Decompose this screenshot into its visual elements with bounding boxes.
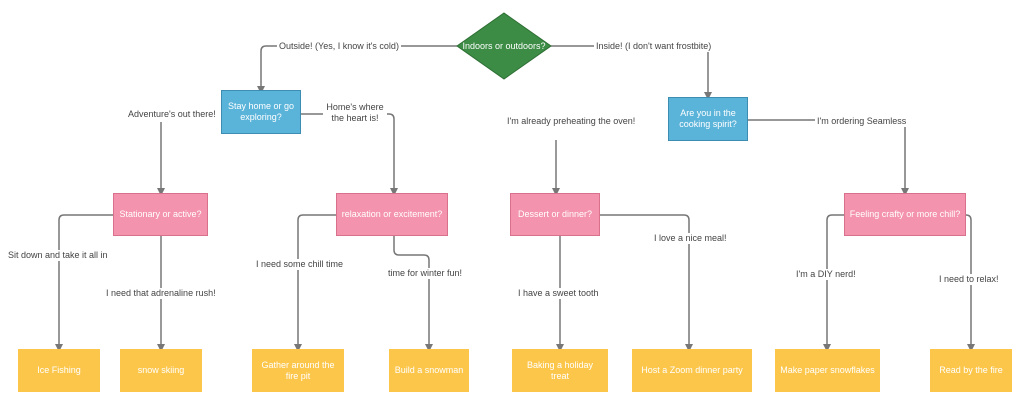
- outcome-snowman: Build a snowman: [389, 349, 469, 392]
- edge-label-sweet-tooth: I have a sweet tooth: [516, 288, 601, 299]
- root-decision-label: Indoors or outdoors?: [462, 40, 546, 51]
- root-diamond-shape: [456, 12, 552, 80]
- dessert-question-node: Dessert or dinner?: [510, 193, 600, 236]
- outdoors-decision-node: Stay home or go exploring?: [221, 90, 301, 134]
- edge-label-diy: I'm a DIY nerd!: [794, 269, 858, 280]
- edge-label-relax: I need to relax!: [937, 274, 1001, 285]
- connector-dessert-dinner: [600, 214, 693, 352]
- edge-label-home: Home's where the heart is!: [323, 102, 387, 124]
- edge-label-nice-meal: I love a nice meal!: [652, 233, 729, 244]
- stationary-question-node: Stationary or active?: [113, 193, 208, 236]
- outcome-fire-pit: Gather around the fire pit: [252, 349, 344, 392]
- edge-label-adrenaline: I need that adrenaline rush!: [104, 288, 218, 299]
- indoors-decision-node: Are you in the cooking spirit?: [668, 97, 748, 141]
- edge-label-adventure: Adventure's out there!: [126, 109, 218, 120]
- outcome-paper-snowflakes: Make paper snowflakes: [775, 349, 880, 392]
- outcome-read-by-fire: Read by the fire: [930, 349, 1012, 392]
- outcome-baking: Baking a holiday treat: [512, 349, 608, 392]
- connector-stationary-icefishing: [55, 214, 113, 352]
- edge-label-sit-down: Sit down and take it all in: [6, 250, 110, 261]
- root-decision-node: Indoors or outdoors?: [454, 11, 554, 81]
- outcome-snow-skiing: snow skiing: [120, 349, 202, 392]
- edge-label-seamless: I'm ordering Seamless: [815, 116, 909, 127]
- outcome-ice-fishing: Ice Fishing: [18, 349, 100, 392]
- outcome-zoom-dinner: Host a Zoom dinner party: [632, 349, 752, 392]
- edge-label-inside: Inside! (I don't want frostbite): [594, 41, 714, 52]
- connector-relaxation-firepit: [294, 214, 336, 352]
- edge-label-winter-fun: time for winter fun!: [386, 268, 465, 279]
- edge-label-preheating: I'm already preheating the oven!: [505, 116, 638, 127]
- connector-relaxation-snowman: [393, 236, 433, 352]
- connector-crafty-snowflakes: [823, 214, 844, 352]
- connector-crafty-read: [965, 214, 975, 352]
- edge-label-chill-time: I need some chill time: [254, 259, 346, 270]
- crafty-question-node: Feeling crafty or more chill?: [844, 193, 966, 236]
- connector-root-outdoors: [257, 45, 457, 94]
- connector-root-indoors: [551, 45, 712, 100]
- relaxation-question-node: relaxation or excitement?: [336, 193, 448, 236]
- edge-label-outside: Outside! (Yes, I know it's cold): [277, 41, 401, 52]
- connector-outdoors-relaxation: [301, 113, 398, 196]
- connector-indoors-crafty: [748, 119, 909, 196]
